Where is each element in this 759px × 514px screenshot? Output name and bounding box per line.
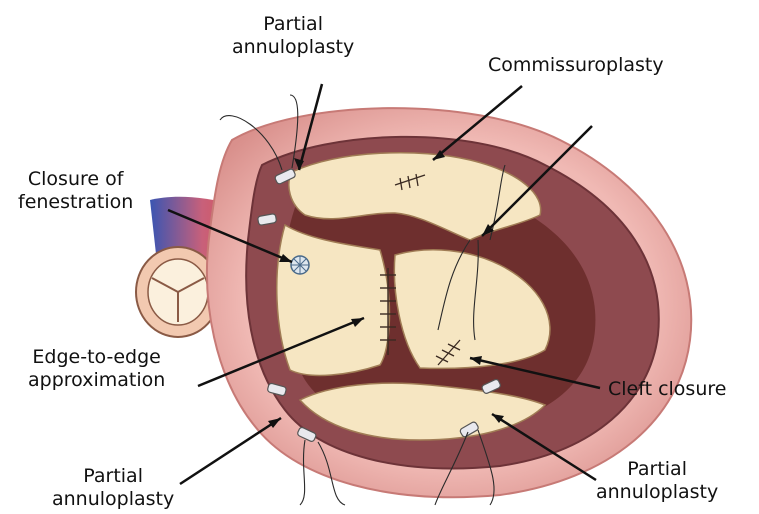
fenestration-patch bbox=[291, 256, 309, 274]
label-line: fenestration bbox=[18, 191, 133, 214]
label-partial-annuloplasty-bottom-right: Partial annuloplasty bbox=[596, 458, 718, 504]
label-partial-annuloplasty-top: Partial annuloplasty bbox=[232, 13, 354, 59]
label-cleft-closure: Cleft closure bbox=[608, 378, 726, 401]
label-line: Edge-to-edge bbox=[28, 346, 165, 369]
label-line: annuloplasty bbox=[596, 481, 718, 504]
label-line: Cleft closure bbox=[608, 378, 726, 401]
label-commissuroplasty: Commissuroplasty bbox=[488, 54, 664, 77]
label-line: Closure of bbox=[18, 168, 133, 191]
label-edge-to-edge-approximation: Edge-to-edge approximation bbox=[28, 346, 165, 392]
label-line: Partial bbox=[52, 465, 174, 488]
valve-leaflets bbox=[277, 153, 550, 440]
label-line: approximation bbox=[28, 369, 165, 392]
label-closure-of-fenestration: Closure of fenestration bbox=[18, 168, 133, 214]
label-line: Partial bbox=[232, 13, 354, 36]
label-line: annuloplasty bbox=[52, 488, 174, 511]
label-line: Commissuroplasty bbox=[488, 54, 664, 77]
label-partial-annuloplasty-bottom-left: Partial annuloplasty bbox=[52, 465, 174, 511]
label-line: annuloplasty bbox=[232, 36, 354, 59]
label-line: Partial bbox=[596, 458, 718, 481]
